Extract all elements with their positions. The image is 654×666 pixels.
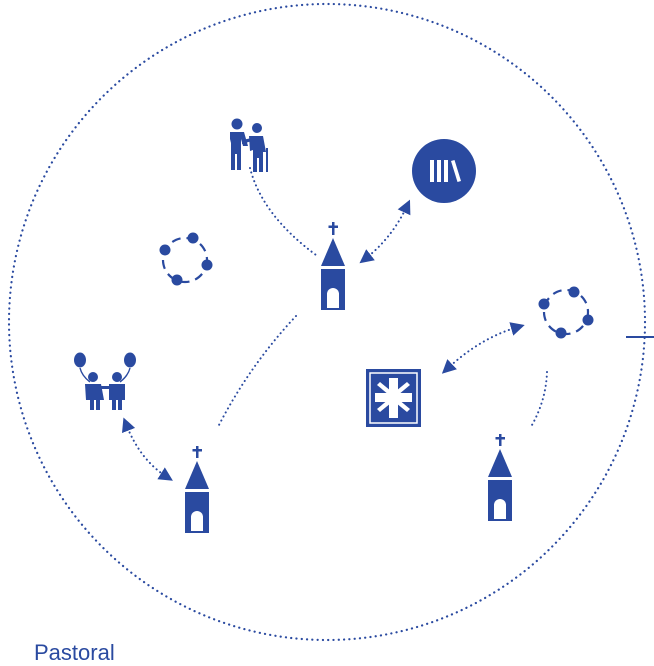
library-icon xyxy=(412,139,476,203)
pastoral-network-diagram xyxy=(7,2,654,642)
arrow-caritas-group xyxy=(441,322,525,374)
community-group-icon-right xyxy=(538,286,594,339)
caption-label: Pastoral xyxy=(34,640,115,665)
church-icon-central xyxy=(321,222,345,310)
connection-group-to-right-church xyxy=(531,371,548,426)
elderly-care-icon xyxy=(230,118,268,172)
arrow-church-library xyxy=(359,199,411,264)
arrow-children-church xyxy=(122,417,173,481)
connection-elderly-to-church xyxy=(249,167,317,256)
caritas-cross-icon xyxy=(366,369,421,427)
community-group-icon-left xyxy=(159,232,213,286)
arrow-connections xyxy=(122,199,525,481)
pastoral-area-boundary xyxy=(7,2,647,642)
connection-church-to-left-church xyxy=(218,315,297,426)
church-icon-right xyxy=(488,434,512,521)
church-icon-left xyxy=(185,446,209,533)
children-balloons-icon xyxy=(74,352,136,410)
connections xyxy=(218,167,548,426)
